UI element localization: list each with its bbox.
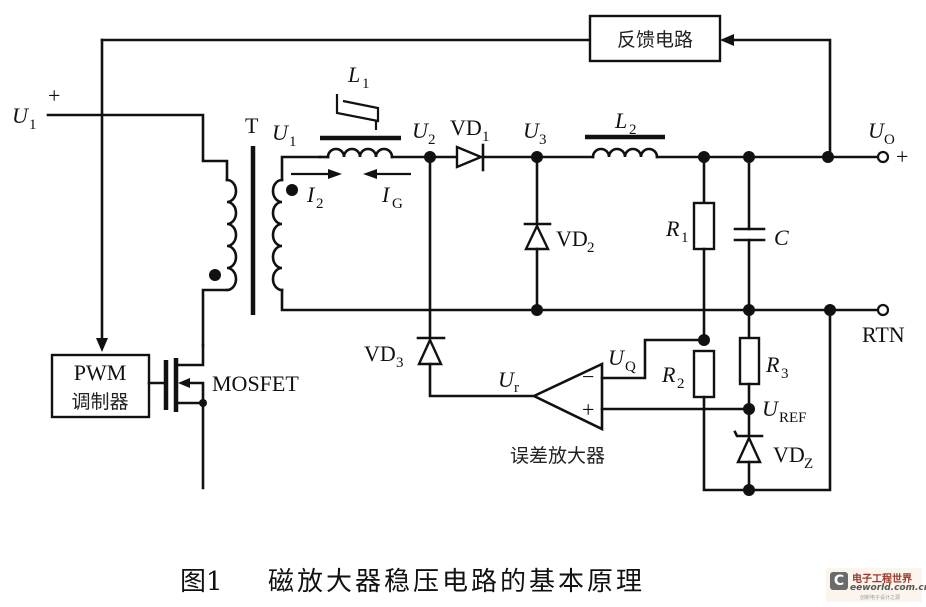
svg-text:Q: Q — [625, 359, 636, 375]
node-u3-ground — [531, 304, 543, 316]
feedback-circuit-block: 反馈电路 — [588, 14, 722, 63]
output-terminal-rtn — [876, 303, 890, 317]
opamp-plus: + — [582, 397, 594, 422]
ig-label: I — [381, 182, 391, 207]
uq-label: U — [608, 345, 626, 370]
svg-text:3: 3 — [396, 355, 404, 371]
svg-text:3: 3 — [539, 132, 547, 148]
transformer-label: T — [245, 113, 259, 138]
svg-text:1: 1 — [681, 230, 689, 246]
c-label: C — [774, 225, 789, 250]
feedback-label: 反馈电路 — [617, 29, 693, 51]
eeworld-watermark: C 电子工程世界 eeworld.com.cn 创新电子设计之源 — [826, 568, 926, 602]
svg-text:G: G — [392, 196, 403, 212]
svg-text:2: 2 — [629, 122, 637, 138]
resistor-r2 — [692, 308, 832, 492]
svg-text:2: 2 — [428, 132, 436, 148]
svg-text:2: 2 — [677, 376, 685, 392]
svg-text:2: 2 — [316, 196, 324, 212]
current-arrow-ig — [363, 169, 411, 179]
mosfet — [147, 343, 207, 490]
r1-label: R — [665, 216, 680, 241]
pwm-modulator-block: PWM 调制器 — [50, 353, 151, 419]
u1-plus-sign: + — [48, 83, 60, 108]
resistor-r1 — [692, 155, 716, 342]
primary-dot — [209, 269, 221, 281]
svg-text:Z: Z — [804, 456, 813, 472]
ur-label: U — [498, 367, 516, 392]
vd2-label: VD — [556, 226, 588, 251]
svg-text:O: O — [884, 132, 895, 148]
transformer-primary — [201, 178, 238, 347]
opamp-minus: − — [582, 364, 594, 389]
svg-text:1: 1 — [289, 134, 297, 150]
vd3-label: VD — [364, 341, 396, 366]
output-terminal-uo — [876, 150, 890, 164]
u2-label: U — [412, 118, 430, 143]
diode-vd2 — [523, 155, 552, 312]
u1-secondary-label: U — [272, 120, 290, 145]
resistor-r3 — [738, 308, 761, 411]
watermark-slogan: 创新电子设计之源 — [860, 595, 901, 601]
l1-label: L — [347, 62, 360, 87]
rtn-label: RTN — [862, 322, 905, 347]
figure-number: 图1 — [180, 567, 223, 597]
diode-vd1 — [428, 143, 539, 172]
error-amp-label: 误差放大器 — [510, 445, 605, 467]
inductor-l2 — [535, 134, 880, 159]
zener-vdz — [733, 407, 764, 492]
svg-text:2: 2 — [587, 240, 595, 256]
mosfet-label: MOSFET — [212, 371, 299, 396]
inductor-l1 — [318, 94, 432, 159]
vdz-label: VD — [773, 442, 805, 467]
capacitor-c — [733, 155, 766, 312]
error-amplifier — [530, 338, 751, 432]
svg-text:1: 1 — [29, 117, 37, 133]
input-wire — [46, 113, 229, 182]
secondary-dot — [286, 184, 298, 196]
uo-plus-sign: + — [896, 144, 908, 169]
node-uq — [698, 334, 710, 346]
svg-text:REF: REF — [779, 410, 807, 426]
vd1-label: VD — [450, 115, 482, 140]
diode-vd3 — [416, 155, 536, 398]
r2-label: R — [661, 362, 676, 387]
watermark-site: eeworld.com.cn — [850, 583, 926, 593]
u1-input-label: U — [12, 103, 30, 128]
current-arrow-i2 — [291, 169, 342, 179]
node-vdz-bottom — [743, 484, 755, 496]
figure-title: 磁放大器稳压电路的基本原理 — [268, 567, 645, 597]
r3-label: R — [765, 352, 780, 377]
pwm-label: PWM — [74, 360, 127, 385]
watermark-name: 电子工程世界 — [852, 574, 912, 585]
svg-text:r: r — [514, 380, 519, 396]
transformer-secondary — [271, 155, 832, 312]
svg-text:3: 3 — [781, 366, 789, 382]
eeworld-logo-icon: C — [830, 572, 848, 590]
uo-label: U — [868, 118, 886, 143]
feedback-loop-wire — [96, 34, 832, 352]
pwm-modulator-label: 调制器 — [71, 391, 128, 413]
uref-label: U — [762, 396, 780, 421]
l2-label: L — [614, 108, 627, 133]
u3-label: U — [523, 118, 541, 143]
svg-text:1: 1 — [482, 129, 490, 145]
svg-text:1: 1 — [362, 76, 370, 92]
i2-label: I — [306, 182, 316, 207]
node-feedback-tap — [822, 151, 834, 163]
